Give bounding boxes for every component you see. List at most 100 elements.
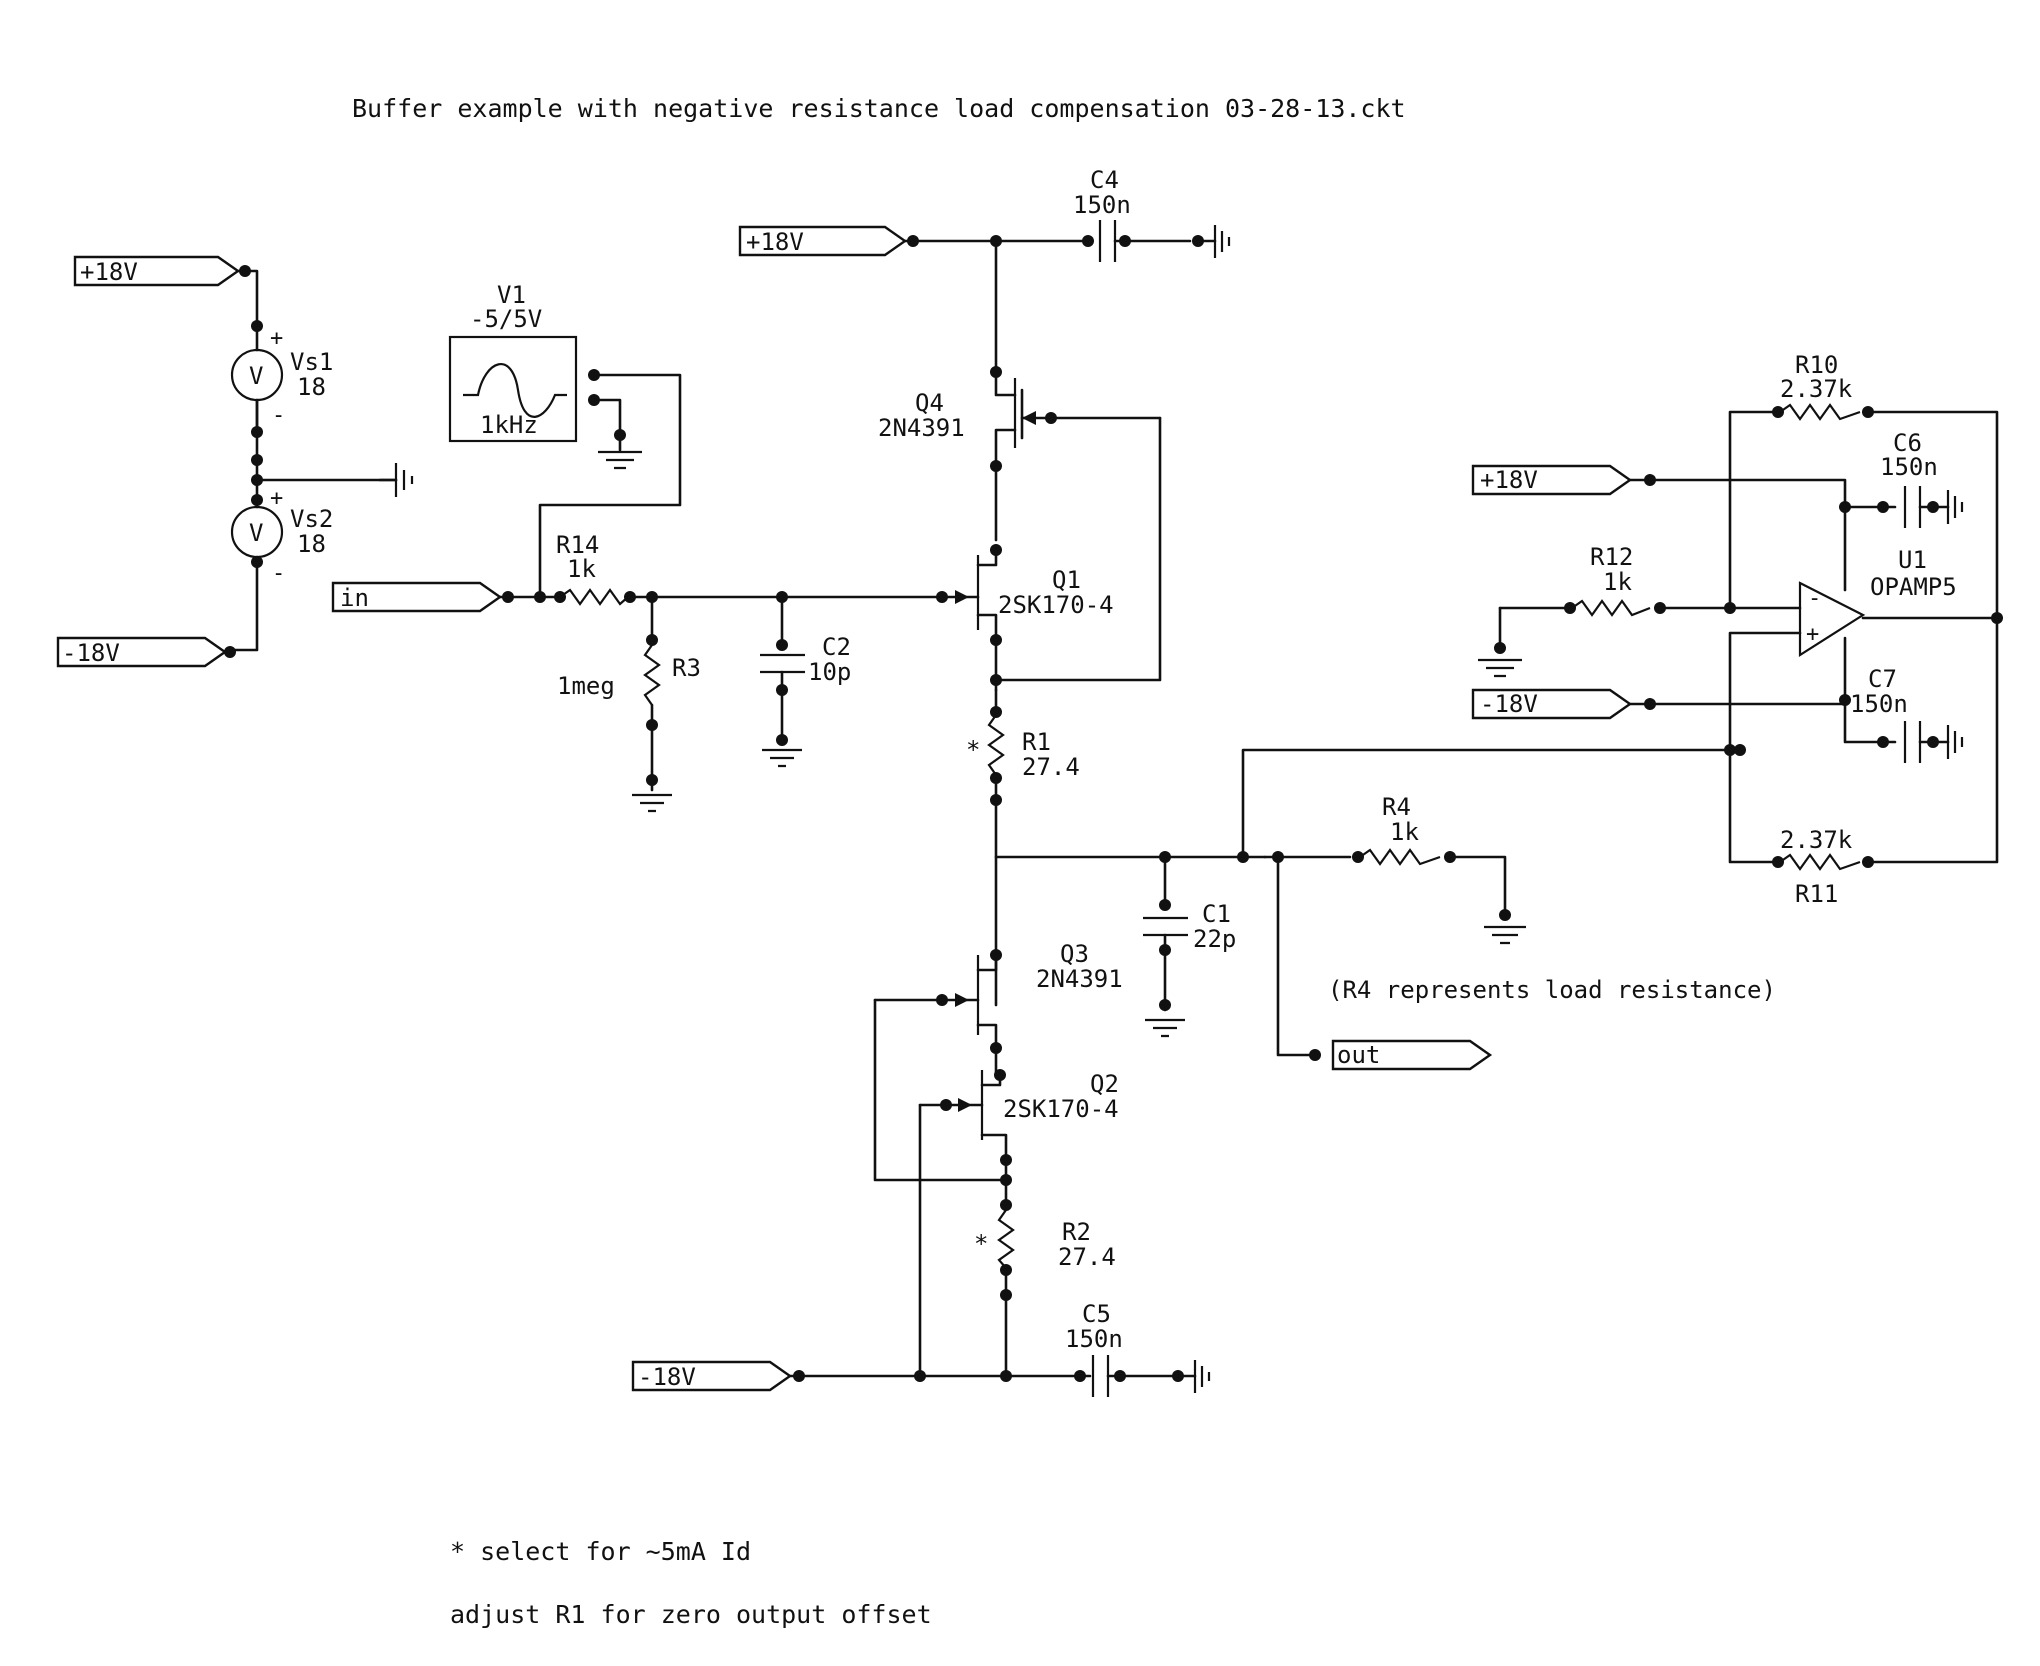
source-frequency: 1kHz bbox=[480, 411, 538, 439]
port-vs-minus18: -18V bbox=[56, 636, 228, 668]
port-label: -18V bbox=[62, 639, 120, 667]
jfet-q1: Q1 2SK170-4 bbox=[936, 544, 1114, 646]
resistor-r1: * R1 27.4 bbox=[966, 706, 1080, 806]
component-ref: Q3 bbox=[1060, 940, 1089, 968]
component-value: OPAMP5 bbox=[1870, 573, 1957, 601]
component-value: 150n bbox=[1065, 1325, 1123, 1353]
port-label: -18V bbox=[1480, 690, 1538, 718]
port-label: out bbox=[1337, 1041, 1380, 1069]
port-label: -18V bbox=[638, 1363, 696, 1391]
component-value: 150n bbox=[1850, 690, 1908, 718]
resistor-r3: R3 1meg bbox=[557, 595, 701, 813]
voltage-source-vs2: V + - Vs2 18 bbox=[230, 478, 333, 586]
component-ref: R2 bbox=[1062, 1218, 1091, 1246]
resistor-r2: * R2 27.4 bbox=[974, 1199, 1116, 1301]
component-value: 22p bbox=[1193, 925, 1236, 953]
capacitor-c4: C4 150n bbox=[1073, 166, 1231, 262]
voltage-source-vs1: V + - Vs1 18 bbox=[230, 326, 333, 428]
component-ref: C2 bbox=[822, 633, 851, 661]
component-value: 1meg bbox=[557, 672, 615, 700]
note-select: * select for ~5mA Id bbox=[450, 1537, 751, 1566]
port-vs-plus18: +18V bbox=[73, 255, 241, 287]
component-ref: R14 bbox=[556, 531, 599, 559]
svg-text:-: - bbox=[272, 561, 285, 586]
ground-symbol bbox=[378, 463, 414, 497]
port-in: in bbox=[331, 581, 503, 613]
component-ref: C1 bbox=[1202, 900, 1231, 928]
port-label: +18V bbox=[1480, 466, 1538, 494]
signal-source-v1: V1 -5/5V 1kHz bbox=[448, 281, 682, 597]
component-value: 2N4391 bbox=[1036, 965, 1123, 993]
schematic-title: Buffer example with negative resistance … bbox=[352, 94, 1406, 123]
resistor-r14: R14 1k bbox=[554, 531, 636, 606]
resistor-r10: R10 2.37k bbox=[1772, 351, 1874, 421]
port-bot-minus18: -18V bbox=[631, 1360, 793, 1392]
component-ref: Q2 bbox=[1090, 1070, 1119, 1098]
component-value: 2SK170-4 bbox=[998, 591, 1114, 619]
component-value: 27.4 bbox=[1058, 1243, 1116, 1271]
note-adjust: adjust R1 for zero output offset bbox=[450, 1600, 932, 1629]
component-ref: U1 bbox=[1898, 546, 1927, 574]
component-value: 150n bbox=[1073, 191, 1131, 219]
component-value: 2.37k bbox=[1780, 826, 1853, 854]
component-value: 27.4 bbox=[1022, 753, 1080, 781]
component-value: 1k bbox=[1390, 818, 1419, 846]
component-value: 2.37k bbox=[1780, 375, 1853, 403]
source-symbol: V bbox=[249, 519, 263, 547]
svg-text:+: + bbox=[270, 486, 283, 511]
jfet-q2: Q2 2SK170-4 bbox=[918, 1069, 1119, 1186]
component-ref: C4 bbox=[1090, 166, 1119, 194]
adjust-marker: * bbox=[974, 1230, 988, 1258]
jfet-q4: Q4 2N4391 bbox=[878, 366, 1162, 472]
jfet-q3: Q3 2N4391 bbox=[873, 940, 1123, 1054]
component-ref: Vs2 bbox=[290, 505, 333, 533]
component-value: 150n bbox=[1880, 453, 1938, 481]
svg-text:+: + bbox=[1806, 622, 1819, 647]
port-label: in bbox=[340, 584, 369, 612]
load-note: (R4 represents load resistance) bbox=[1328, 976, 1776, 1004]
component-ref: R11 bbox=[1795, 880, 1838, 908]
port-label: +18V bbox=[746, 228, 804, 256]
component-ref: Q1 bbox=[1052, 566, 1081, 594]
capacitor-c2: C2 10p bbox=[760, 591, 851, 768]
component-value: 1k bbox=[567, 555, 596, 583]
component-value: 18 bbox=[297, 373, 326, 401]
capacitor-c5: C5 150n bbox=[1065, 1300, 1211, 1397]
capacitor-c6: C6 150n bbox=[1843, 429, 1964, 528]
component-value: 1k bbox=[1603, 568, 1632, 596]
component-ref: R10 bbox=[1795, 351, 1838, 379]
component-value: 2SK170-4 bbox=[1003, 1095, 1119, 1123]
component-value: 10p bbox=[808, 658, 851, 686]
resistor-r12: R12 1k bbox=[1478, 543, 1802, 678]
component-ref: R1 bbox=[1022, 728, 1051, 756]
component-ref: C6 bbox=[1893, 429, 1922, 457]
component-ref: C5 bbox=[1082, 1300, 1111, 1328]
adjust-marker: * bbox=[966, 736, 980, 764]
component-ref: R12 bbox=[1590, 543, 1633, 571]
component-ref: R3 bbox=[672, 654, 701, 682]
svg-text:-: - bbox=[1808, 586, 1821, 611]
opamp-u1: - + U1 OPAMP5 bbox=[1798, 546, 1957, 658]
component-ref: V1 bbox=[497, 281, 526, 309]
resistor-r11: 2.37k R11 bbox=[1772, 826, 1874, 908]
component-ref: Q4 bbox=[915, 389, 944, 417]
component-value: 18 bbox=[297, 530, 326, 558]
svg-text:-: - bbox=[272, 403, 285, 428]
component-value: -5/5V bbox=[470, 305, 542, 333]
port-out: out bbox=[1331, 1039, 1493, 1071]
component-ref: Vs1 bbox=[290, 348, 333, 376]
port-label: +18V bbox=[80, 258, 138, 286]
source-symbol: V bbox=[249, 362, 263, 390]
component-value: 2N4391 bbox=[878, 414, 965, 442]
port-opamp-minus18: -18V bbox=[1471, 688, 1633, 720]
supply-sources: +18V V + - Vs1 18 V + - Vs2 18 bbox=[56, 255, 414, 668]
port-opamp-plus18: +18V bbox=[1471, 464, 1633, 496]
resistor-r4: R4 1k bbox=[1263, 793, 1526, 945]
svg-text:+: + bbox=[270, 326, 283, 351]
component-ref: C7 bbox=[1868, 665, 1897, 693]
capacitor-c7: C7 150n bbox=[1843, 665, 1964, 763]
component-ref: R4 bbox=[1382, 793, 1411, 821]
port-top-plus18: +18V bbox=[738, 225, 908, 257]
